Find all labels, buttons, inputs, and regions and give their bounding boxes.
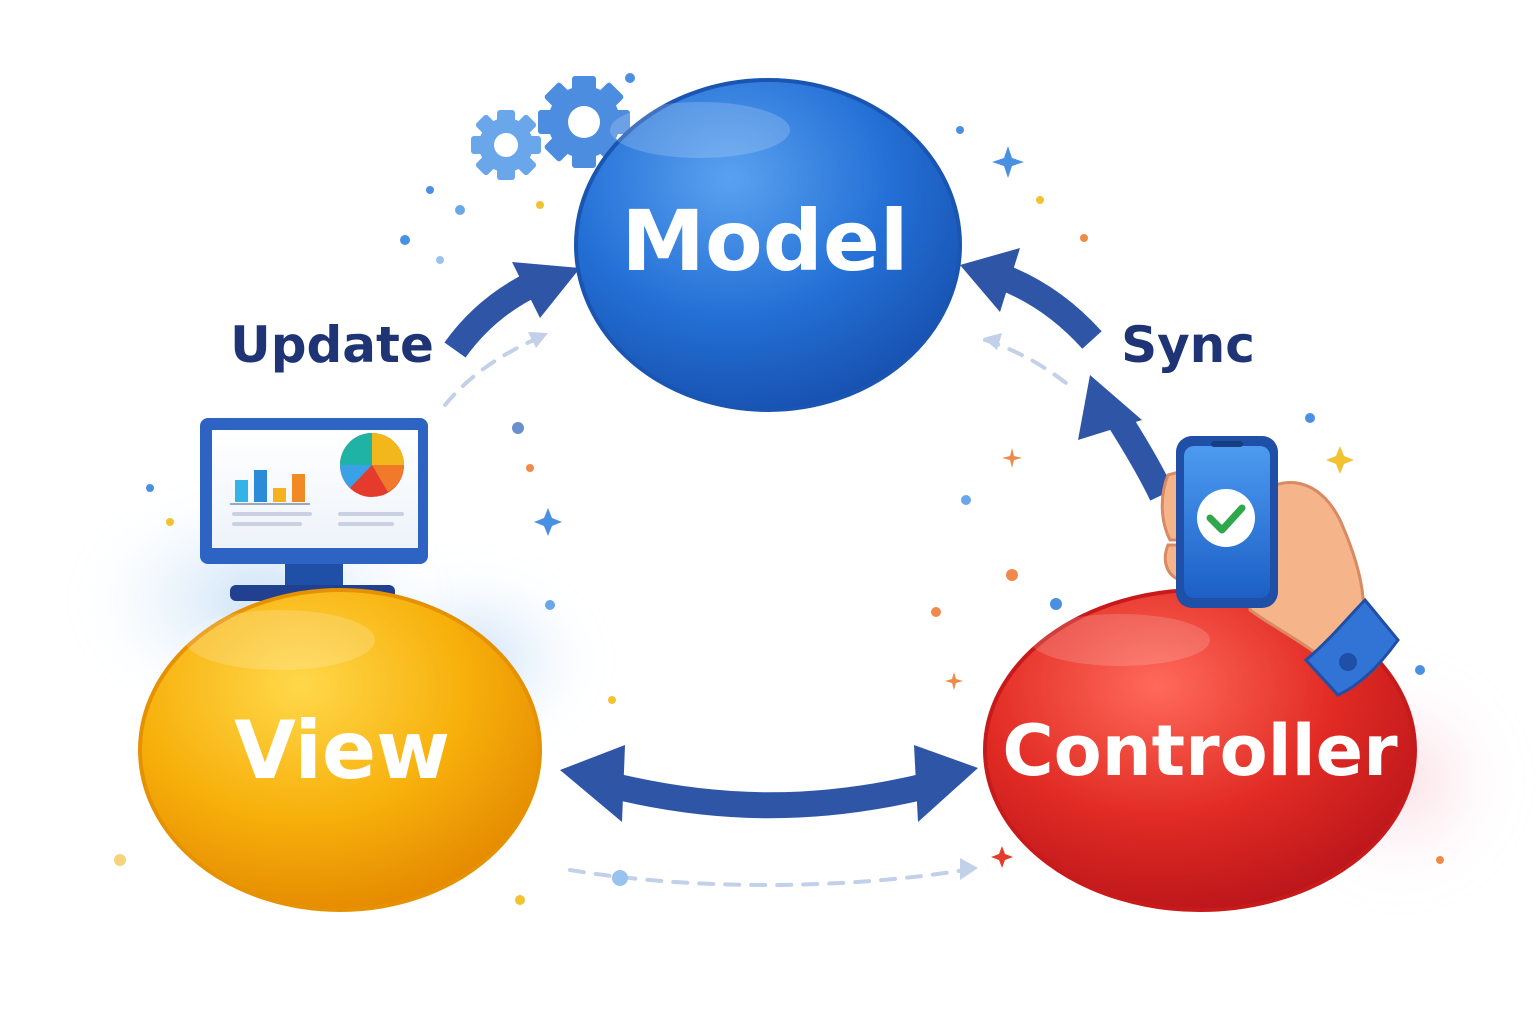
dashed-update-head [528,332,548,348]
dot [146,484,154,492]
view-side-arrowhead [560,745,625,822]
dot [1305,413,1315,423]
cuff-button [1339,653,1357,671]
check-icon [1206,504,1246,534]
hand-icon [1160,436,1400,697]
dot [114,854,126,866]
dot [526,464,534,472]
dot [455,205,465,215]
controller-highlight [1030,614,1210,666]
dot [545,600,555,610]
sparkle-icon [534,508,562,536]
dot [956,126,964,134]
dot [961,495,971,505]
dot [1080,234,1088,242]
dot [625,73,635,83]
pie-chart-icon [340,433,404,497]
dot [1050,598,1062,610]
dot [608,696,616,704]
smartphone-check-icon [1176,436,1278,608]
view-controller-arrow [606,772,934,819]
check-badge [1197,489,1255,547]
controller-node: Controller [983,588,1417,912]
controller-label: Controller [1002,710,1398,792]
view-highlight [185,610,375,670]
dot [536,201,544,209]
dashed-arrowheads [528,332,1002,880]
gear-large [538,76,630,168]
solid-arrowheads [512,248,1142,822]
sparkle-icon [1002,448,1022,468]
sync-arrowhead-bottom [1078,375,1142,440]
sync-arrow-bottom [1107,411,1174,501]
sparkle-icon [1326,446,1354,474]
dot [1036,196,1044,204]
dot [166,518,174,526]
sparkle-icon [991,846,1013,868]
dot [426,186,434,194]
dot [1006,569,1018,581]
dashed-bottom-arrow [568,868,967,887]
dot [512,422,524,434]
bar-chart-icon [230,470,310,505]
dot [612,870,628,886]
dot [1436,856,1444,864]
model-node: Model [574,78,962,412]
update-arrow [444,271,541,358]
gear-small [471,110,541,180]
monitor-dashboard-icon [200,418,428,601]
dashed-sync-head [983,333,1002,350]
phone-notch [1211,441,1243,447]
gears-icon [471,76,630,180]
model-label: Model [621,192,908,290]
dot [1415,665,1425,675]
sparkle-icon [992,146,1024,178]
view-node: View [138,588,542,912]
monitor-text-lines [232,512,404,526]
sleeve-cuff [1303,597,1400,697]
dot [436,256,444,264]
update-arrowhead [512,262,580,318]
sync-arrowhead-top [960,248,1020,312]
sync-label: Sync [1121,316,1255,374]
dashed-bottom-head [960,858,978,880]
dashed-sync-arrow [983,338,1077,392]
dot [400,235,410,245]
controller-side-arrowhead [914,745,978,822]
dashed-update-arrow [443,336,540,407]
view-circle [138,588,542,912]
view-label: View [234,704,450,797]
dot [515,895,525,905]
model-highlight [610,102,790,158]
sync-arrow-top [1000,265,1102,349]
update-label: Update [230,316,434,374]
dot [931,607,941,617]
sparkle-icon [945,672,963,690]
decorative-sparkles [114,73,1444,905]
hand-palm [1248,481,1366,662]
model-circle [574,78,962,412]
